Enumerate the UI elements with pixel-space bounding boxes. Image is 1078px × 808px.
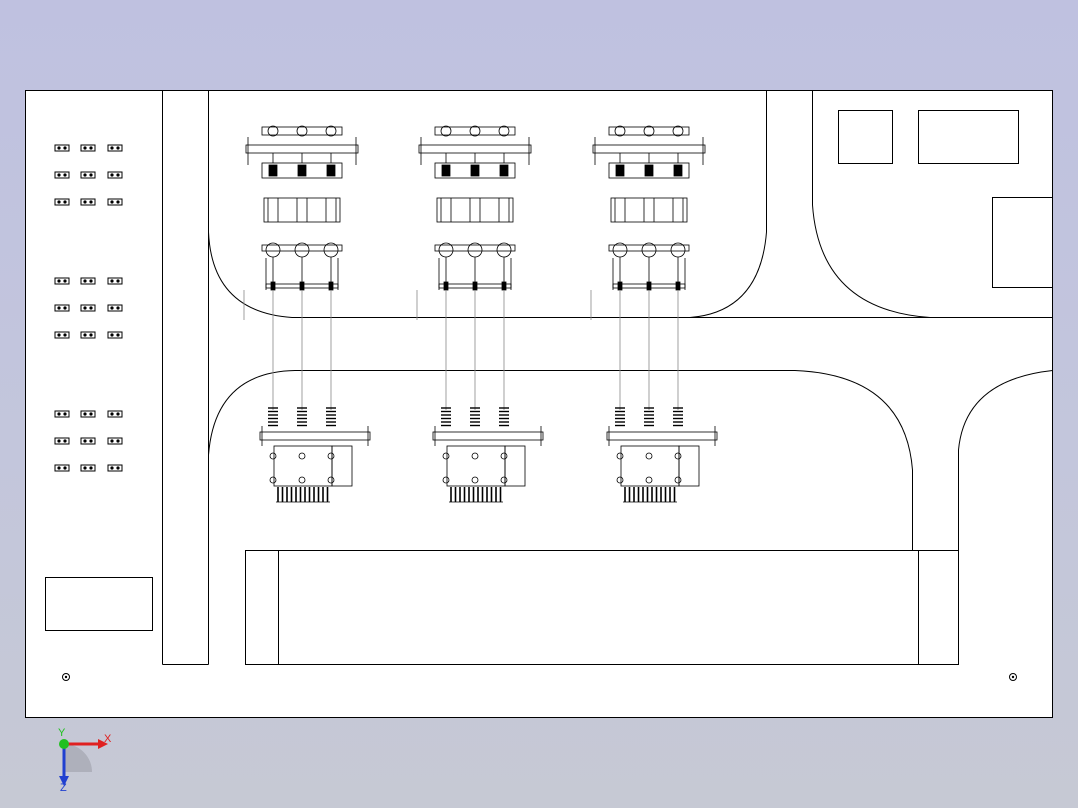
frame-a [245, 125, 359, 179]
room-right-bottom [958, 370, 1053, 551]
room-right-top [812, 90, 931, 318]
terminal-block [54, 277, 70, 285]
terminal-block [107, 464, 123, 472]
terminal-block [107, 171, 123, 179]
terminal-block [80, 144, 96, 152]
terminal-block [54, 331, 70, 339]
room-top-center [208, 90, 1053, 318]
switchgear-a [259, 407, 371, 503]
terminal-block [54, 304, 70, 312]
room-right-box-1 [838, 110, 893, 164]
terminal-block [54, 144, 70, 152]
bay-3 [590, 125, 718, 503]
road-lower [208, 370, 913, 551]
terminal-block [80, 410, 96, 418]
terminal-block [107, 304, 123, 312]
terminal-block [80, 304, 96, 312]
bay-group [243, 125, 718, 503]
terminal-block [80, 277, 96, 285]
terminal-block [107, 144, 123, 152]
x-axis-label: X [104, 733, 112, 745]
room-right-box-2 [918, 110, 1019, 164]
terminal-block [54, 437, 70, 445]
mount-hole-left [62, 673, 70, 681]
terminal-block [54, 198, 70, 206]
legend-box [45, 577, 153, 631]
terminal-block [54, 410, 70, 418]
terminal-block-group [54, 144, 123, 472]
terminal-block [107, 410, 123, 418]
bay-1 [243, 125, 371, 503]
terminal-block [80, 331, 96, 339]
terminal-block [107, 331, 123, 339]
frame-c [592, 125, 706, 179]
bay-2 [416, 125, 544, 503]
axis-triad[interactable]: X Y Z [48, 728, 118, 792]
room-top-center-right-edge [689, 90, 767, 318]
terminal-block [80, 437, 96, 445]
x-axis-arrowhead [98, 739, 108, 749]
cable-trench [245, 550, 959, 665]
terminal-block [80, 464, 96, 472]
z-axis-label: Z [60, 782, 67, 792]
frame-b [418, 125, 532, 179]
y-axis-dot [59, 739, 69, 749]
z-axis-arrowhead [59, 776, 69, 786]
mount-hole-right [1009, 673, 1017, 681]
terminal-block [80, 198, 96, 206]
terminal-block [54, 464, 70, 472]
terminal-block [107, 277, 123, 285]
switchgear-c [606, 407, 718, 503]
room-right-box-3 [992, 197, 1053, 288]
triad-shadow [64, 744, 92, 772]
terminal-block [107, 437, 123, 445]
y-axis-label: Y [58, 728, 66, 739]
terminal-block [54, 171, 70, 179]
layout-sheet[interactable] [25, 90, 1053, 718]
terminal-block [80, 171, 96, 179]
terminal-block [107, 198, 123, 206]
switchgear-b [432, 407, 544, 503]
